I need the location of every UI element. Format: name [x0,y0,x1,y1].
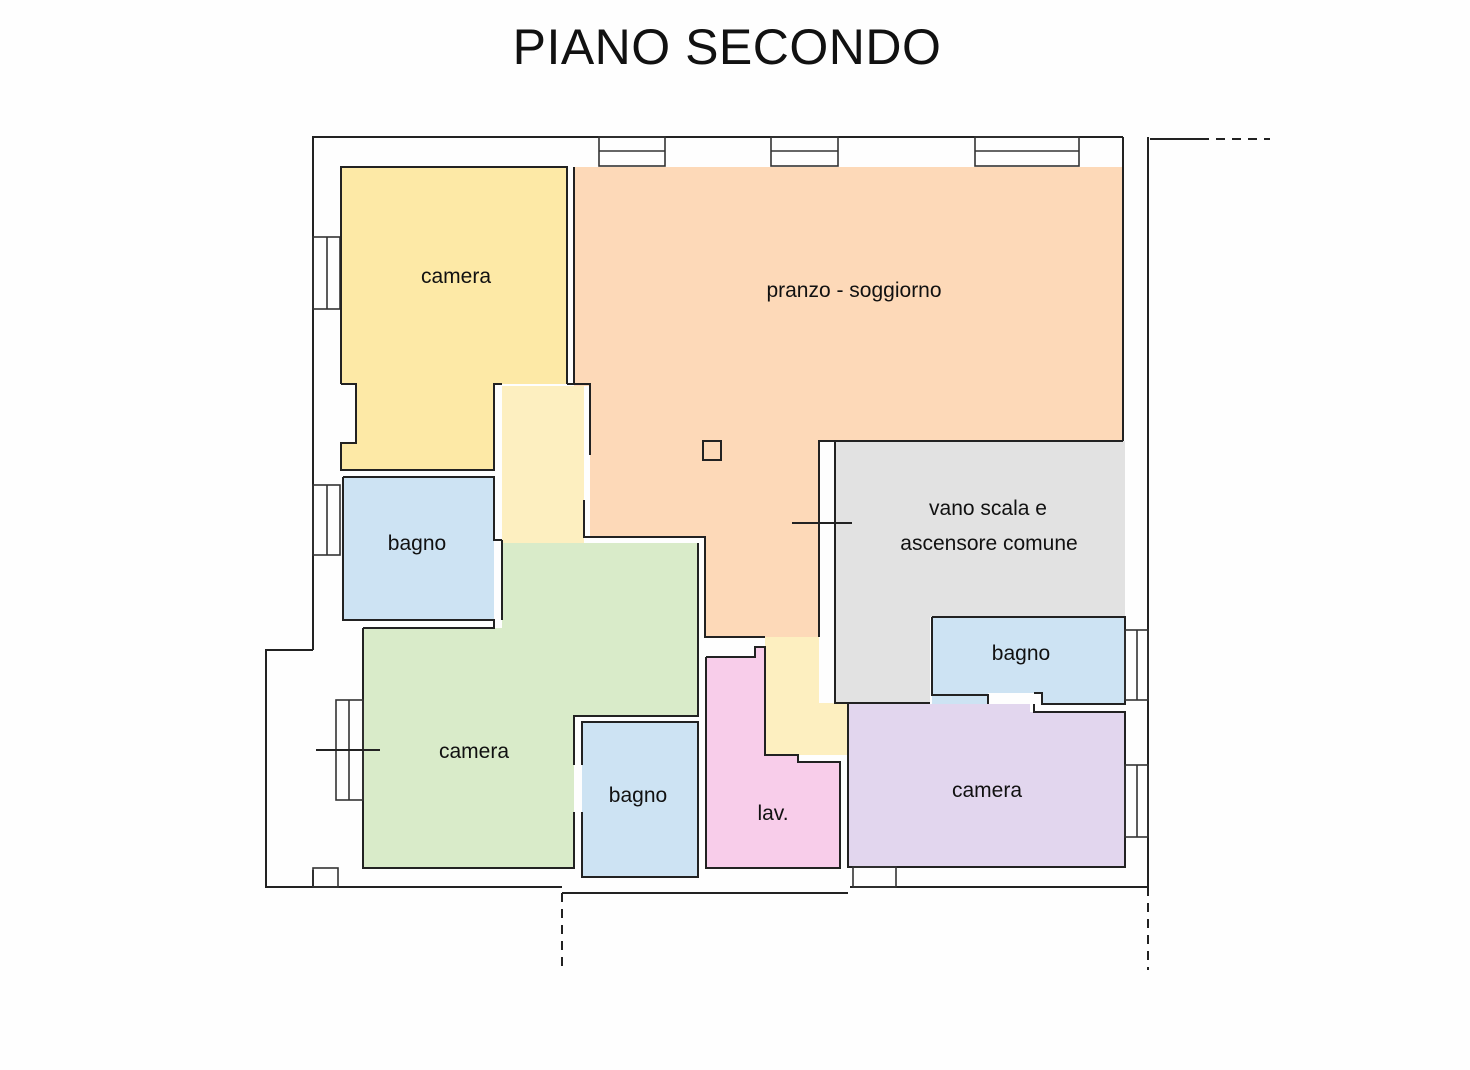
label-pranzo-soggiorno: pranzo - soggiorno [766,279,941,302]
label-bagno-e: bagno [992,642,1050,665]
room-lav [706,647,840,868]
room-vano-scala [835,441,1125,703]
page-title: PIANO SECONDO [512,19,942,75]
label-bagno-s: bagno [609,784,667,807]
room-pranzo-soggiorno [574,167,1123,637]
room-bagno-e [932,617,1125,704]
walls [265,136,1270,970]
room-bagno-s [582,722,698,877]
label-camera-se: camera [952,779,1022,802]
room-labels: camera pranzo - soggiorno bagno vano sca… [388,265,1078,825]
label-camera-nw: camera [421,265,491,288]
room-camera-se [848,704,1125,867]
label-bagno-w: bagno [388,532,446,555]
room-camera-sw [363,543,698,868]
label-lav: lav. [757,802,788,825]
label-camera-sw: camera [439,740,509,763]
label-vano-scala-line2: ascensore comune [900,532,1077,555]
room-camera-nw [341,167,567,470]
room-fills [341,167,1125,877]
label-vano-scala-line1: vano scala e [929,497,1047,520]
room-corridor-north [502,386,584,543]
room-corridor-south [765,637,848,755]
room-bagno-w [343,477,494,620]
